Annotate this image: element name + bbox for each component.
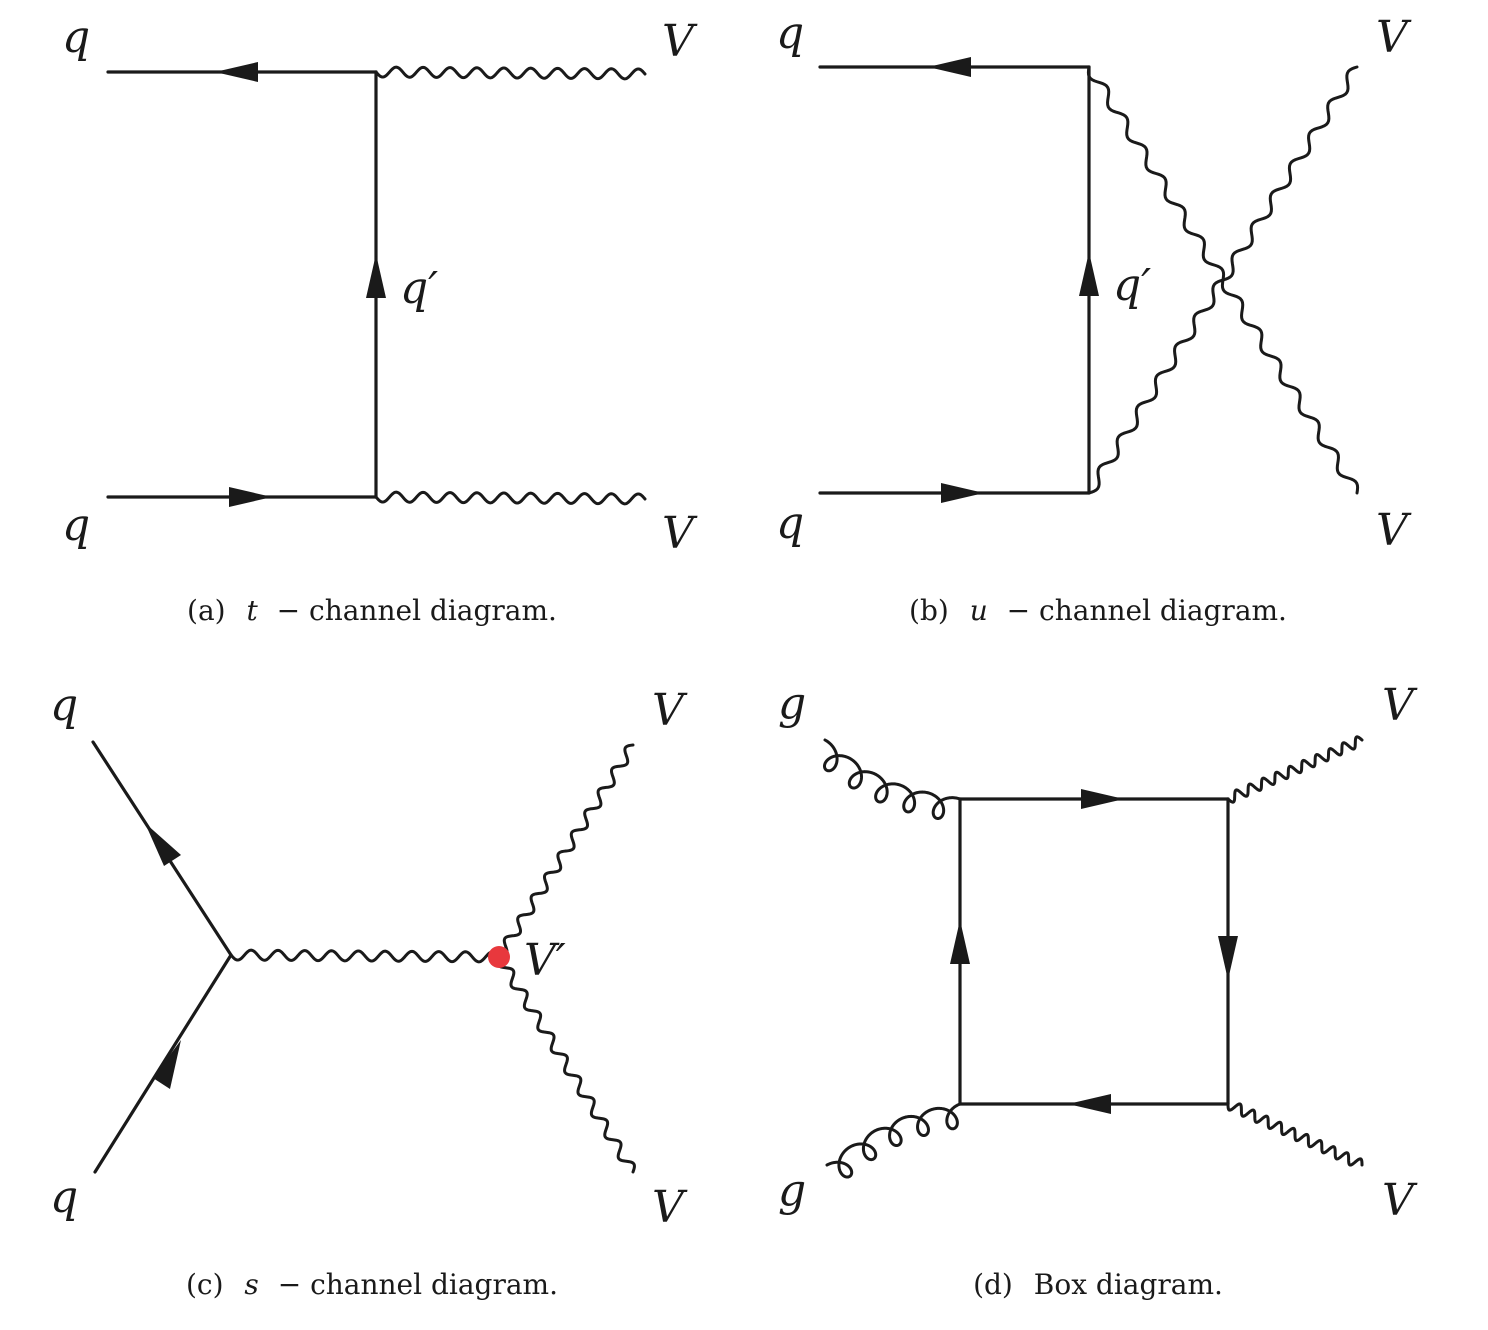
- label-v-bottom-right: V: [652, 1182, 688, 1233]
- label-q-top-left: q: [50, 680, 78, 731]
- vector-boson-top: [374, 65, 647, 81]
- fermion-arrow-left: [928, 57, 971, 77]
- label-q-bottom-left: q: [776, 498, 804, 549]
- vector-boson-crossed-up: [1087, 65, 1359, 495]
- vector-boson-top: [1226, 735, 1364, 804]
- fermion-arrow-left: [1068, 1094, 1111, 1114]
- fermion-arrow-outgoing: [145, 823, 181, 866]
- vertex-dot: [488, 946, 510, 968]
- label-q-bottom-left: q: [50, 1172, 78, 1223]
- label-q-bottom-left: q: [62, 500, 90, 551]
- label-v-top-right: V: [1382, 680, 1418, 731]
- label-g-top-left: g: [778, 678, 806, 729]
- fermion-arrow-up: [1079, 252, 1099, 296]
- diagram-d-box: g g V V (d) Box diagram.: [778, 678, 1418, 1301]
- label-v-bottom-right: V: [1382, 1175, 1418, 1226]
- vector-boson-bottom: [374, 490, 647, 506]
- fermion-arrow-left: [215, 62, 258, 82]
- caption-a: (a) t − channel diagram.: [187, 594, 557, 627]
- vector-boson-propagator: [229, 948, 501, 964]
- caption-d: (d) Box diagram.: [973, 1268, 1223, 1301]
- fermion-arrow-right: [1081, 789, 1124, 809]
- fermion-arrow-right: [941, 483, 984, 503]
- label-v-bottom-right: V: [662, 508, 698, 559]
- caption-c: (c) s − channel diagram.: [186, 1268, 558, 1301]
- label-propagator: q′: [1113, 260, 1151, 311]
- quark-line-bottom: [93, 953, 233, 1174]
- label-propagator: q′: [400, 263, 438, 314]
- gluon-bottom: [825, 1102, 962, 1179]
- label-v-top-right: V: [652, 685, 688, 736]
- fermion-arrow-right: [229, 487, 272, 507]
- label-v-top-right: V: [662, 16, 698, 67]
- fermion-arrow-up: [950, 920, 970, 964]
- vector-boson-bottom: [496, 955, 636, 1174]
- caption-b: (b) u − channel diagram.: [909, 594, 1287, 627]
- label-v-bottom-right: V: [1376, 505, 1412, 556]
- vector-boson-top: [497, 743, 635, 959]
- diagram-a-t-channel: q q V V q′ (a) t − channel diagram.: [62, 12, 698, 627]
- gluon-top: [823, 738, 962, 821]
- label-g-bottom-left: g: [778, 1165, 806, 1216]
- diagram-c-s-channel: q q V V V′ (c) s − channel diagram.: [50, 680, 688, 1301]
- fermion-arrow-down: [1218, 936, 1238, 980]
- label-q-top-left: q: [62, 12, 90, 63]
- label-v-top-right: V: [1376, 12, 1412, 63]
- fermion-arrow-incoming: [153, 1040, 181, 1089]
- label-q-top-left: q: [776, 8, 804, 59]
- vector-boson-bottom: [1226, 1102, 1364, 1167]
- diagram-b-u-channel: q q V V q′ (b) u − channel diagram.: [776, 8, 1412, 627]
- label-propagator: V′: [524, 935, 566, 986]
- fermion-arrow-up: [366, 254, 386, 298]
